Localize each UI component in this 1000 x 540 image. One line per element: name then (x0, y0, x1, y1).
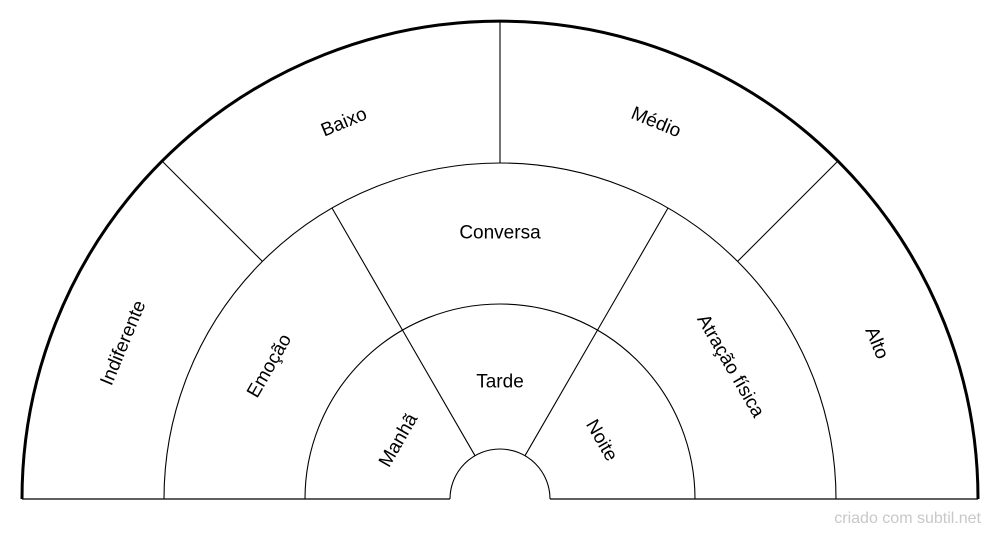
ring-1-segment-label: Manhã (375, 410, 422, 471)
hub-arc (449, 448, 551, 500)
ring-1-outer-arc (304, 303, 696, 500)
ring-3-divider (161, 160, 263, 262)
ring-3-segment-label: Baixo (318, 104, 370, 142)
ring-2-segment-label: Emoção (243, 331, 296, 402)
diagram-shapes (20, 19, 980, 500)
credit-text: criado com subtil.net (834, 510, 981, 527)
ring-3-segment-label: Médio (628, 103, 684, 142)
ring-3-segment-label: Alto (860, 324, 892, 362)
ring-3-segment-label: Indiferente (97, 298, 151, 389)
ring-1-divider (524, 329, 598, 456)
ring-1-divider (402, 329, 476, 456)
ring-2-divider (597, 207, 669, 331)
ring-2-divider (331, 207, 403, 331)
ring-1-segment-label: Tarde (476, 372, 524, 393)
ring-2-segment-label: Atração física (692, 311, 768, 422)
ring-2-segment-label: Conversa (459, 223, 541, 244)
ring-1-segment-label: Noite (581, 416, 621, 465)
ring-3-divider (737, 160, 839, 262)
